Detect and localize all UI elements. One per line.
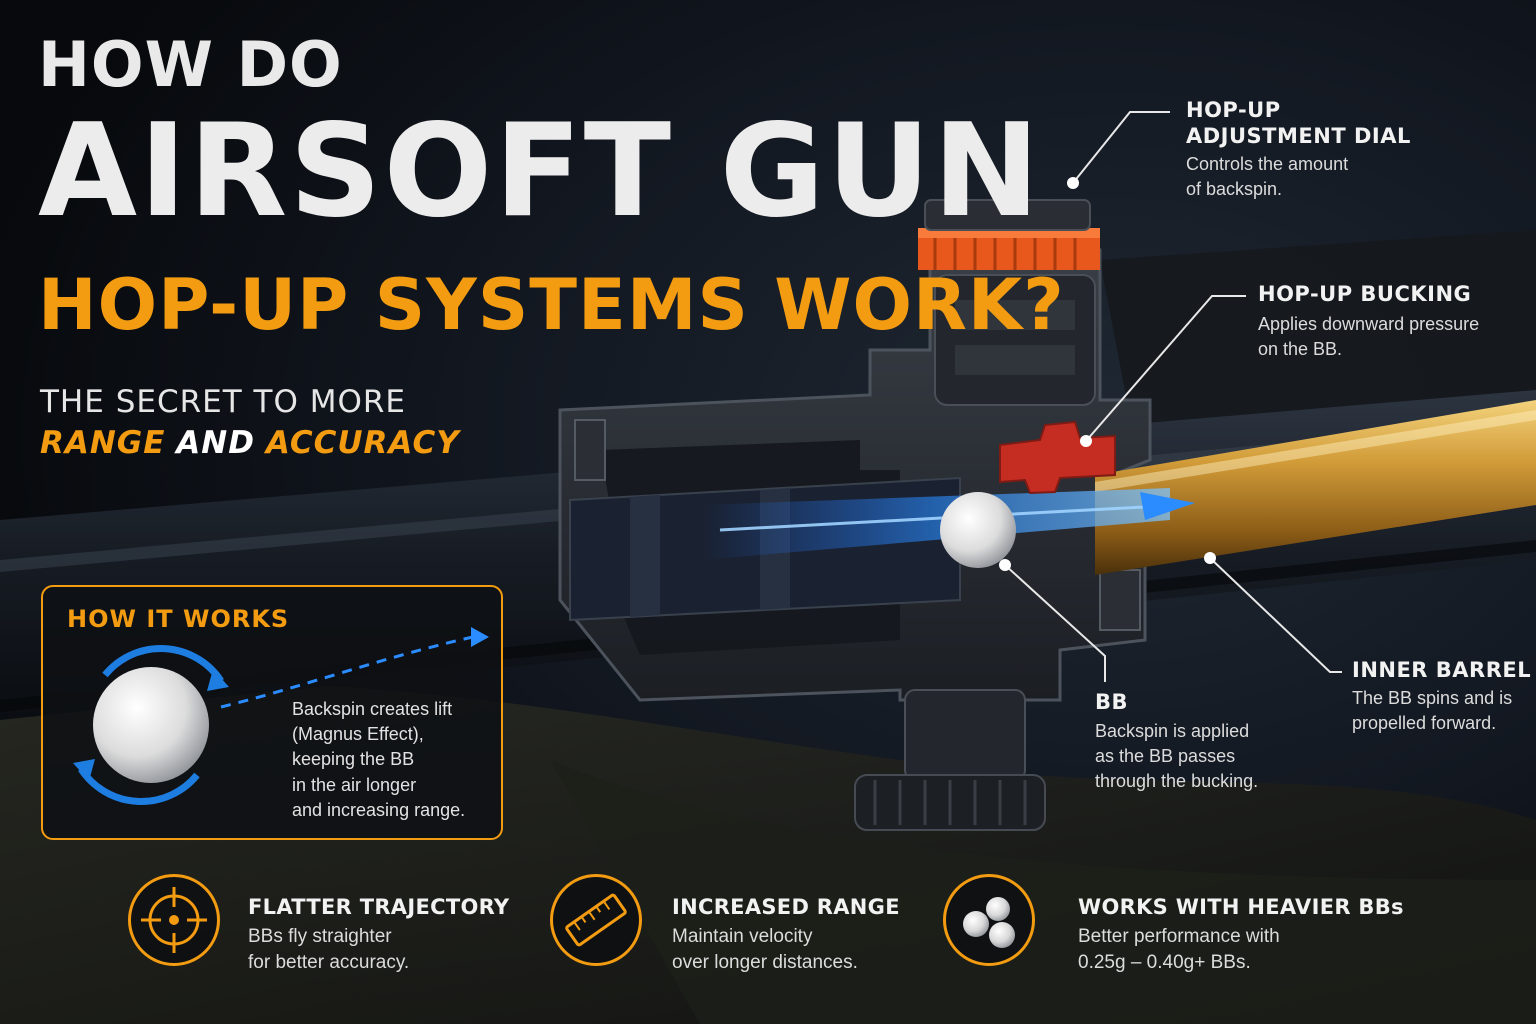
callout-dial-desc: Controls the amount of backspin. — [1186, 152, 1348, 202]
callout-bucking-desc: Applies downward pressure on the BB. — [1258, 312, 1479, 362]
benefit-desc-line: over longer distances. — [672, 951, 858, 973]
title-line-3: HOP-UP SYSTEMS WORK? — [38, 264, 1065, 346]
benefit-title-trajectory: FLATTER TRAJECTORY — [248, 895, 510, 919]
callout-bucking-title: HOP-UP BUCKING — [1258, 282, 1472, 306]
callout-bb-desc-line-2: as the BB passes — [1095, 745, 1236, 766]
callout-dial-desc-line-1: Controls the amount — [1186, 154, 1349, 174]
how-it-works-line: (Magnus Effect), — [292, 724, 424, 745]
title-line-1: HOW DO — [38, 28, 343, 101]
benefit-desc-line: for better accuracy. — [248, 951, 410, 973]
benefit-desc-heavier-bbs: Better performance with 0.25g – 0.40g+ B… — [1078, 924, 1280, 976]
how-it-works-line: in the air longer — [292, 774, 417, 795]
callout-bucking-desc-line-1: Applies downward pressure — [1258, 314, 1480, 334]
how-it-works-line: and increasing range. — [292, 799, 466, 820]
title-line-2: AIRSOFT GUN — [38, 97, 1042, 246]
how-it-works-title: HOW IT WORKS — [67, 605, 290, 633]
subtitle-word-accuracy: ACCURACY — [265, 424, 460, 461]
benefit-desc-line: BBs fly straighter — [248, 926, 392, 947]
how-it-works-text: Backspin creates lift (Magnus Effect), k… — [292, 697, 465, 823]
callout-bb-title: BB — [1095, 690, 1129, 714]
callout-barrel-title: INNER BARREL — [1352, 658, 1532, 682]
backspin-bb-icon — [73, 627, 489, 805]
benefit-desc-line: 0.25g – 0.40g+ BBs. — [1078, 951, 1251, 973]
benefit-desc-line: Better performance with — [1078, 926, 1280, 947]
callout-dial-title-line-1: HOP-UP — [1186, 98, 1281, 122]
callout-bb-desc: Backspin is applied as the BB passes thr… — [1095, 719, 1258, 793]
bbs-icon — [943, 874, 1035, 966]
callout-bb-desc-line-1: Backspin is applied — [1095, 721, 1250, 741]
benefit-desc-range: Maintain velocity over longer distances. — [672, 924, 858, 976]
benefit-desc-line: Maintain velocity — [672, 926, 813, 947]
callout-bb-desc-line-3: through the bucking. — [1095, 770, 1259, 791]
subtitle: THE SECRET TO MORE RANGE AND ACCURACY — [40, 382, 460, 464]
callout-dial-desc-line-2: of backspin. — [1186, 178, 1283, 199]
how-it-works-panel: HOW IT WORKS Backspin creates lift (Magn… — [41, 585, 503, 840]
subtitle-word-and: AND — [176, 424, 255, 461]
how-it-works-line: Backspin creates lift — [292, 699, 453, 719]
benefit-title-heavier-bbs: WORKS WITH HEAVIER BBs — [1078, 895, 1404, 919]
ruler-icon — [550, 874, 642, 966]
callout-dial-title: HOP-UP ADJUSTMENT DIAL — [1186, 98, 1411, 149]
subtitle-line-1: THE SECRET TO MORE — [40, 384, 406, 420]
callout-dial-title-line-2: ADJUSTMENT DIAL — [1186, 123, 1411, 148]
crosshair-icon — [128, 874, 220, 966]
callout-barrel-desc-line-1: The BB spins and is — [1352, 688, 1513, 708]
benefit-desc-trajectory: BBs fly straighter for better accuracy. — [248, 924, 409, 976]
subtitle-word-range: RANGE — [40, 424, 166, 461]
callout-bucking-desc-line-2: on the BB. — [1258, 338, 1343, 359]
how-it-works-line: keeping the BB — [292, 749, 415, 770]
benefit-title-range: INCREASED RANGE — [672, 895, 900, 919]
callout-barrel-desc-line-2: propelled forward. — [1352, 712, 1497, 733]
callout-barrel-desc: The BB spins and is propelled forward. — [1352, 686, 1512, 736]
subtitle-line-2: RANGE AND ACCURACY — [40, 423, 460, 464]
